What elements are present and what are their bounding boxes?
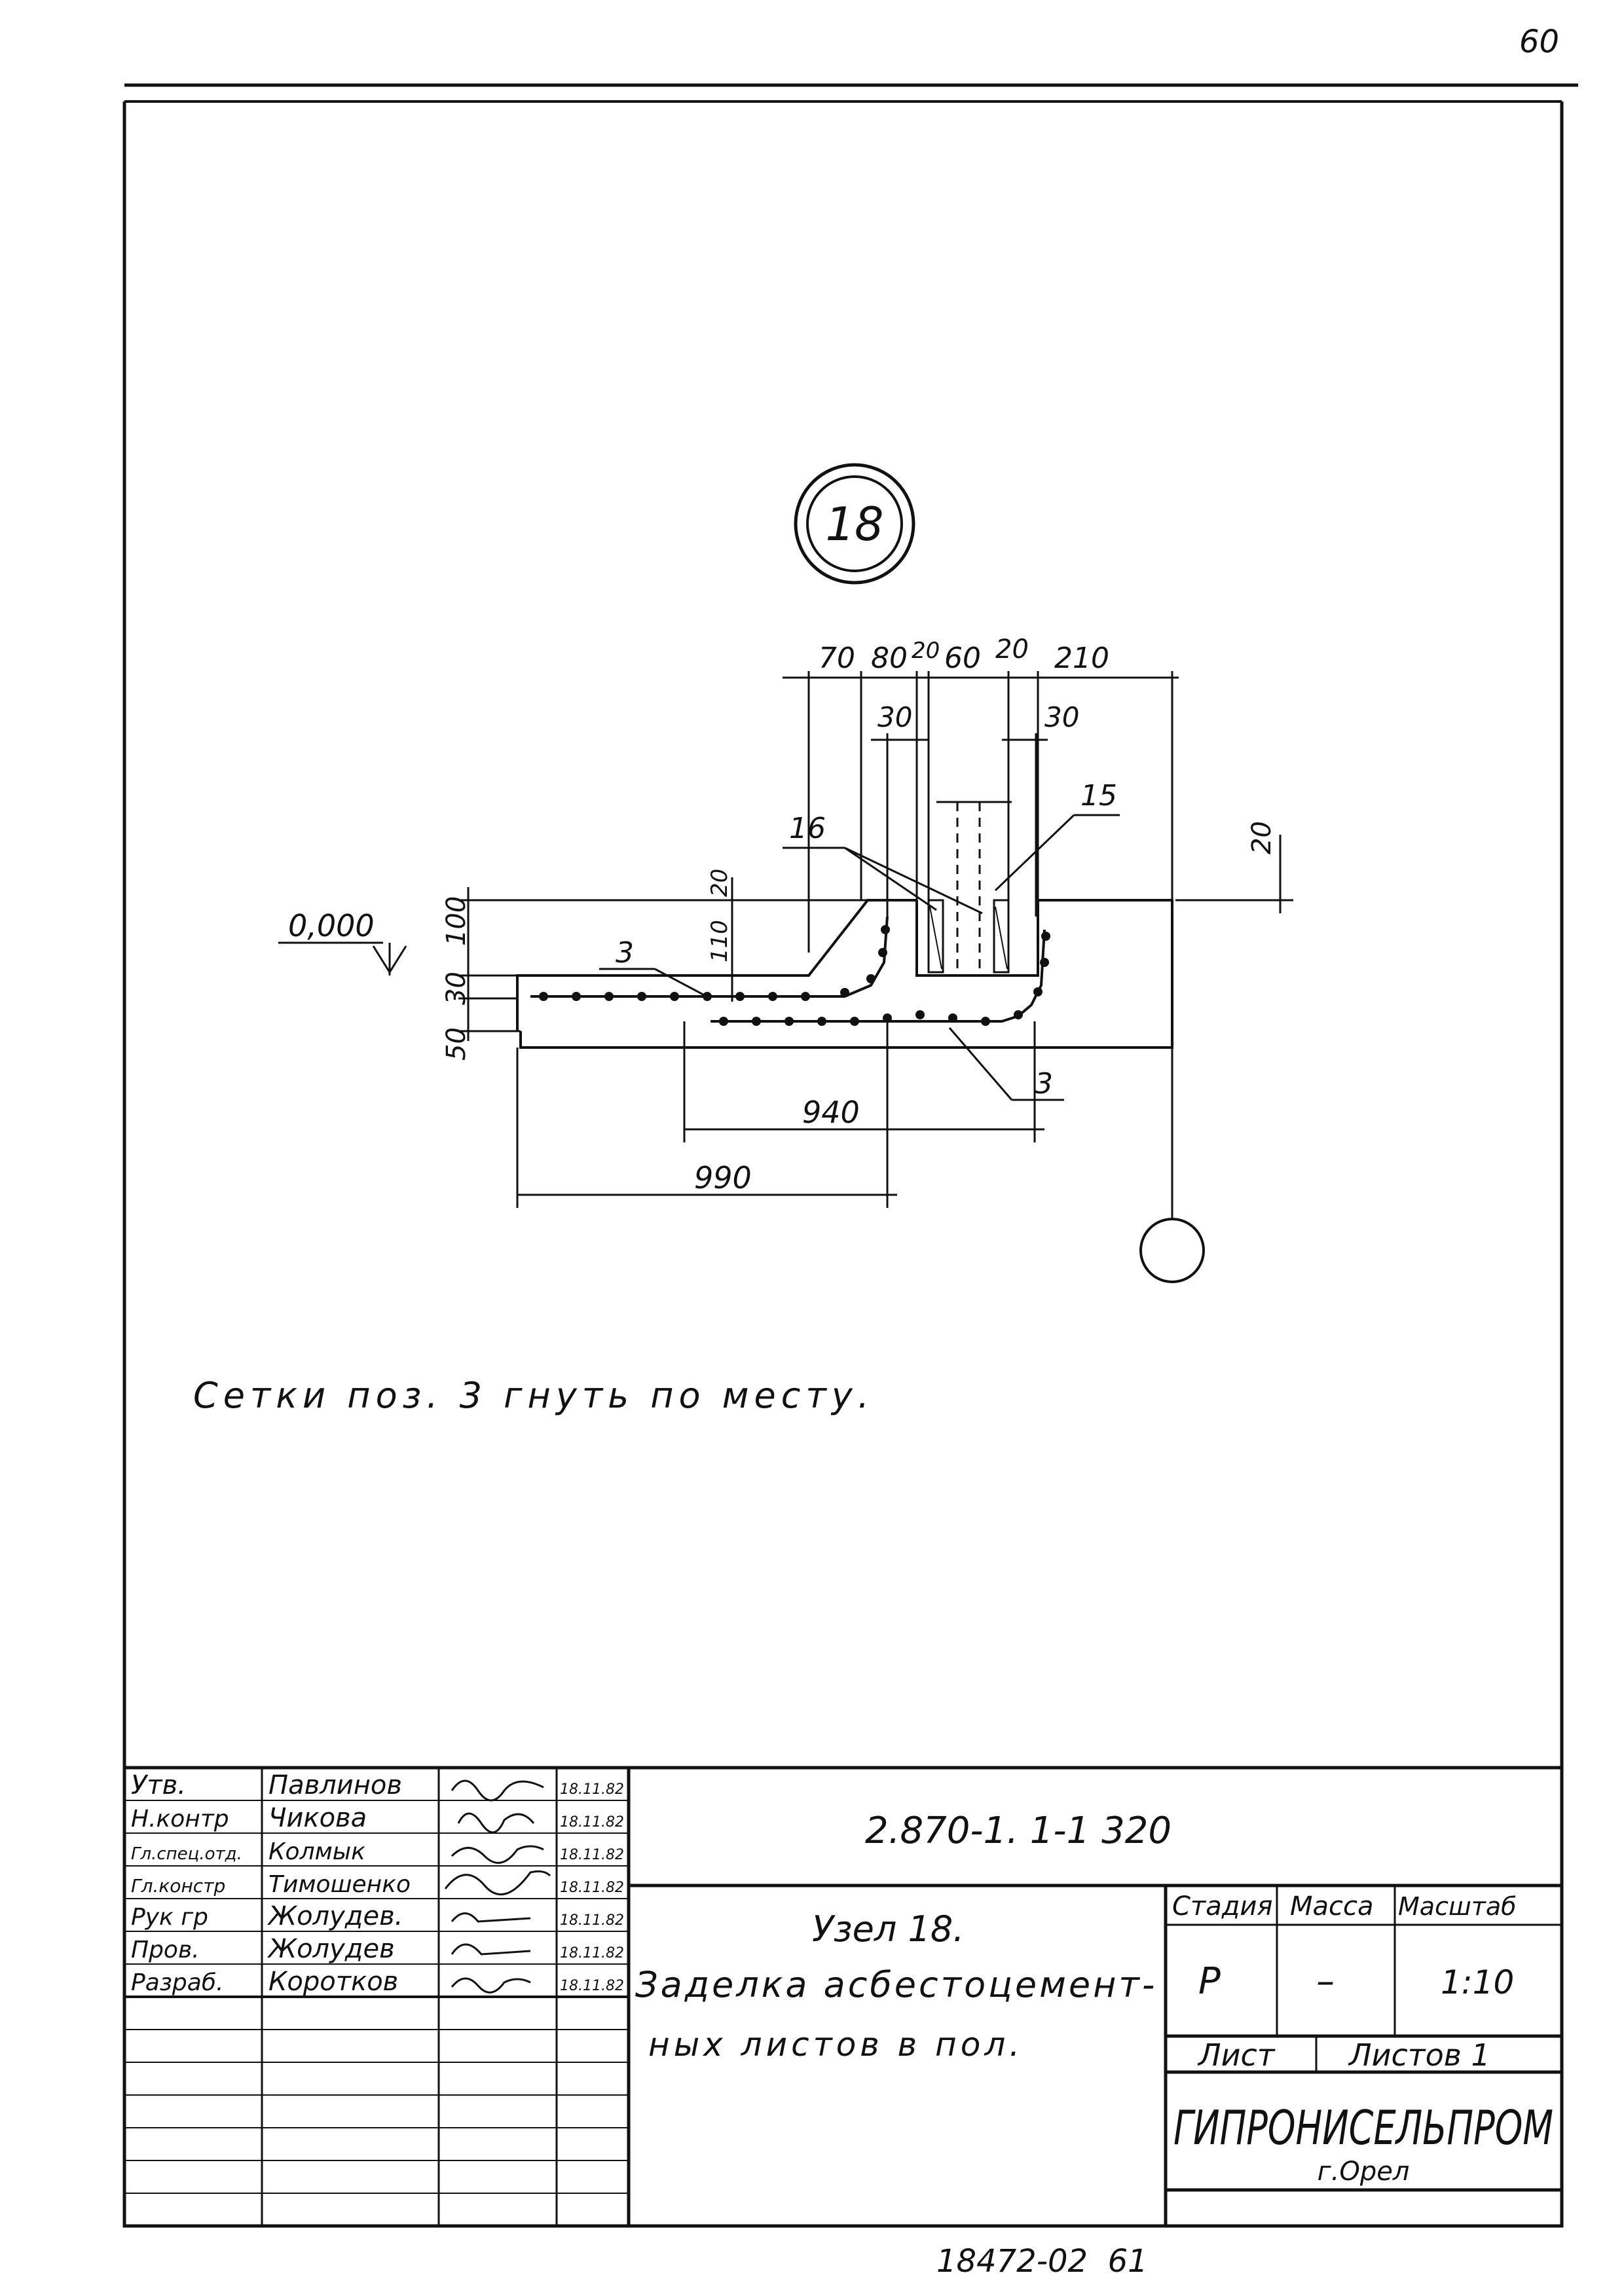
svg-text:100: 100 bbox=[441, 896, 471, 946]
svg-text:1:10: 1:10 bbox=[1441, 1963, 1514, 2001]
svg-text:Масса: Масса bbox=[1290, 1891, 1374, 1922]
title-line-1: Узел 18. bbox=[812, 1908, 964, 1950]
svg-text:Чикова: Чикова bbox=[268, 1803, 367, 1833]
svg-text:–: – bbox=[1316, 1960, 1335, 2003]
section-marker-circle bbox=[1139, 1218, 1205, 1283]
drawing-note: Сетки поз. 3 гнуть по месту. bbox=[193, 1375, 874, 1416]
svg-text:70: 70 bbox=[819, 642, 855, 675]
svg-text:Коротков: Коротков bbox=[268, 1967, 398, 1997]
svg-text:210: 210 bbox=[1054, 642, 1109, 675]
page-number: 60 bbox=[1519, 24, 1559, 60]
signature-scribbles bbox=[444, 1779, 551, 1994]
svg-text:20: 20 bbox=[912, 638, 940, 664]
node-label: 18 bbox=[825, 498, 883, 551]
svg-text:16: 16 bbox=[789, 812, 826, 845]
svg-text:20: 20 bbox=[707, 869, 733, 897]
leaders: 16 15 3 3 bbox=[599, 779, 1120, 1101]
svg-text:18.11.82: 18.11.82 bbox=[560, 1814, 624, 1831]
svg-text:110: 110 bbox=[707, 920, 733, 962]
svg-text:30: 30 bbox=[1044, 701, 1079, 733]
document-code: 2.870-1. 1-1 320 bbox=[865, 1810, 1172, 1852]
svg-text:Стадия: Стадия bbox=[1172, 1891, 1272, 1922]
svg-text:3: 3 bbox=[1035, 1067, 1053, 1101]
svg-text:20: 20 bbox=[1247, 821, 1277, 854]
svg-text:18.11.82: 18.11.82 bbox=[560, 1912, 624, 1929]
organization-name: ГИПРОНИСЕЛЬПРОМ bbox=[1173, 2100, 1553, 2155]
svg-text:Колмык: Колмык bbox=[268, 1838, 365, 1865]
svg-text:Гл.констр: Гл.констр bbox=[131, 1875, 225, 1897]
title-block: Утв. Павлинов 18.11.82 Н.контр Чикова 18… bbox=[122, 1766, 1564, 2228]
footer-number: 18472-02 61 bbox=[936, 2243, 1148, 2280]
svg-text:Листов 1: Листов 1 bbox=[1348, 2037, 1490, 2073]
svg-text:18.11.82: 18.11.82 bbox=[560, 1847, 624, 1863]
svg-text:Р: Р bbox=[1198, 1960, 1221, 2003]
svg-text:Жолудев: Жолудев bbox=[267, 1934, 395, 1964]
svg-text:20: 20 bbox=[995, 634, 1029, 665]
svg-text:Рук гр: Рук гр bbox=[131, 1904, 208, 1931]
node-marker: 18 bbox=[794, 463, 915, 585]
svg-text:Жолудев.: Жолудев. bbox=[267, 1901, 403, 1931]
mesh-lower-dots bbox=[719, 932, 1050, 1026]
svg-text:Пров.: Пров. bbox=[131, 1937, 200, 1963]
svg-text:18.11.82: 18.11.82 bbox=[560, 1781, 624, 1798]
svg-text:3: 3 bbox=[616, 936, 634, 970]
level-mark: 0,000 bbox=[278, 908, 407, 975]
svg-text:Лист: Лист bbox=[1197, 2037, 1276, 2073]
section-detail bbox=[458, 801, 1205, 1283]
svg-text:Гл.спец.отд.: Гл.спец.отд. bbox=[131, 1844, 242, 1864]
svg-text:30: 30 bbox=[441, 972, 471, 1005]
svg-text:18.11.82: 18.11.82 bbox=[560, 1978, 624, 1994]
svg-text:Павлинов: Павлинов bbox=[268, 1770, 402, 1800]
svg-text:60: 60 bbox=[944, 642, 981, 675]
svg-text:0,000: 0,000 bbox=[288, 908, 375, 943]
dimensions: 70 80 20 60 20 210 30 30 20 100 30 50 20… bbox=[441, 634, 1293, 1208]
svg-text:18.11.82: 18.11.82 bbox=[560, 1880, 624, 1896]
svg-text:30: 30 bbox=[877, 701, 912, 733]
svg-text:80: 80 bbox=[871, 642, 908, 675]
svg-text:Н.контр: Н.контр bbox=[131, 1806, 229, 1832]
svg-text:Тимошенко: Тимошенко bbox=[268, 1871, 411, 1898]
svg-text:15: 15 bbox=[1080, 779, 1117, 812]
title-line-3: ных листов в пол. bbox=[648, 2026, 1024, 2064]
svg-text:50: 50 bbox=[441, 1027, 471, 1061]
svg-text:18.11.82: 18.11.82 bbox=[560, 1945, 624, 1961]
title-line-2: Заделка асбестоцемент- bbox=[635, 1964, 1157, 2005]
svg-text:Разраб.: Разраб. bbox=[131, 1969, 223, 1996]
svg-text:940: 940 bbox=[802, 1095, 860, 1130]
svg-text:990: 990 bbox=[694, 1160, 752, 1195]
organization-city: г.Орел bbox=[1318, 2157, 1410, 2187]
svg-text:Утв.: Утв. bbox=[131, 1770, 186, 1800]
svg-text:Масштаб: Масштаб bbox=[1398, 1892, 1517, 1921]
